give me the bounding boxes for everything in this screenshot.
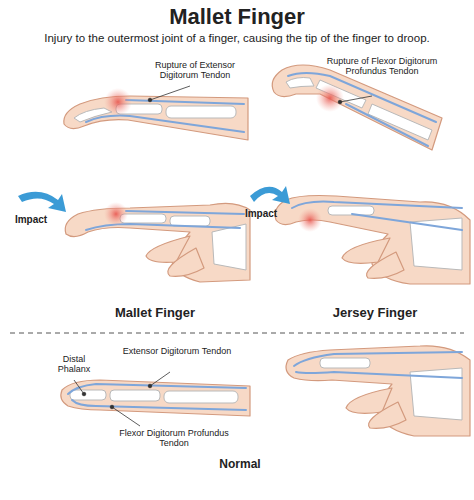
rupture-spot <box>298 208 322 232</box>
rupture-label: Rupture of Flexor Digitorum Profundus Te… <box>322 56 442 77</box>
phalanx <box>170 216 210 226</box>
leader-dot <box>110 405 114 409</box>
proximal-phalanx <box>164 391 238 403</box>
leader-dot <box>148 384 152 388</box>
leader-line <box>150 372 170 386</box>
hand-outline <box>286 346 470 436</box>
finger-outline <box>64 96 248 140</box>
finger-outline <box>367 252 404 278</box>
leader-line <box>74 380 84 394</box>
extensor-tendon <box>288 73 436 122</box>
distal-phalanx <box>286 78 314 89</box>
panel-title: Mallet Finger <box>80 306 230 321</box>
finger-outline <box>61 380 250 416</box>
panel-title: Normal <box>190 458 290 472</box>
panel-title: Jersey Finger <box>300 306 450 321</box>
rupture-label: Rupture of Extensor Digitorum Tendon <box>140 60 250 81</box>
hand-bones <box>212 224 246 270</box>
leader-dot <box>338 100 342 104</box>
extensor-tendon <box>294 352 462 366</box>
middle-phalanx <box>110 390 160 401</box>
distal-phalanx <box>70 390 106 400</box>
impact-arrow <box>18 192 66 212</box>
divider-line <box>10 333 464 334</box>
proximal-phalanx <box>368 104 432 140</box>
flexor-tendon <box>296 372 462 378</box>
impact-arrow <box>250 186 290 204</box>
rupture-spot <box>104 202 128 226</box>
flexor-tendon <box>352 214 462 230</box>
impact-label: Impact <box>6 214 56 226</box>
part-label: Flexor Digitorum Profundus Tendon <box>104 428 244 449</box>
diagram-title: Mallet Finger <box>0 4 474 29</box>
finger-outline <box>168 248 204 276</box>
rupture-spot <box>104 88 132 116</box>
part-label: Extensor Digitorum Tendon <box>122 346 232 356</box>
leader-line <box>150 86 190 100</box>
phalanx <box>320 358 370 368</box>
diagram-caption: Injury to the outermost joint of a finge… <box>6 32 468 45</box>
extensor-tendon <box>68 384 246 394</box>
extensor-tendon <box>292 202 462 208</box>
leader-dot <box>82 392 86 396</box>
proximal-phalanx <box>166 106 236 118</box>
leader-dot <box>148 98 152 102</box>
part-label: Distal Phalanx <box>46 354 102 375</box>
finger-outline <box>369 402 406 428</box>
leader-line <box>112 407 140 426</box>
impact-label: Impact <box>236 208 286 220</box>
rupture-spot <box>316 84 344 112</box>
extensor-tendon <box>126 211 244 214</box>
flexor-tendon <box>346 104 428 146</box>
finger-outline <box>272 65 442 150</box>
flexor-tendon <box>72 400 246 410</box>
hand-outline <box>65 203 250 282</box>
flexor-tendon <box>86 116 244 132</box>
hand-outline <box>275 196 470 285</box>
phalanx <box>328 206 374 215</box>
flexor-tendon <box>86 224 240 230</box>
extensor-tendon <box>126 100 244 104</box>
leader-line <box>340 96 372 102</box>
